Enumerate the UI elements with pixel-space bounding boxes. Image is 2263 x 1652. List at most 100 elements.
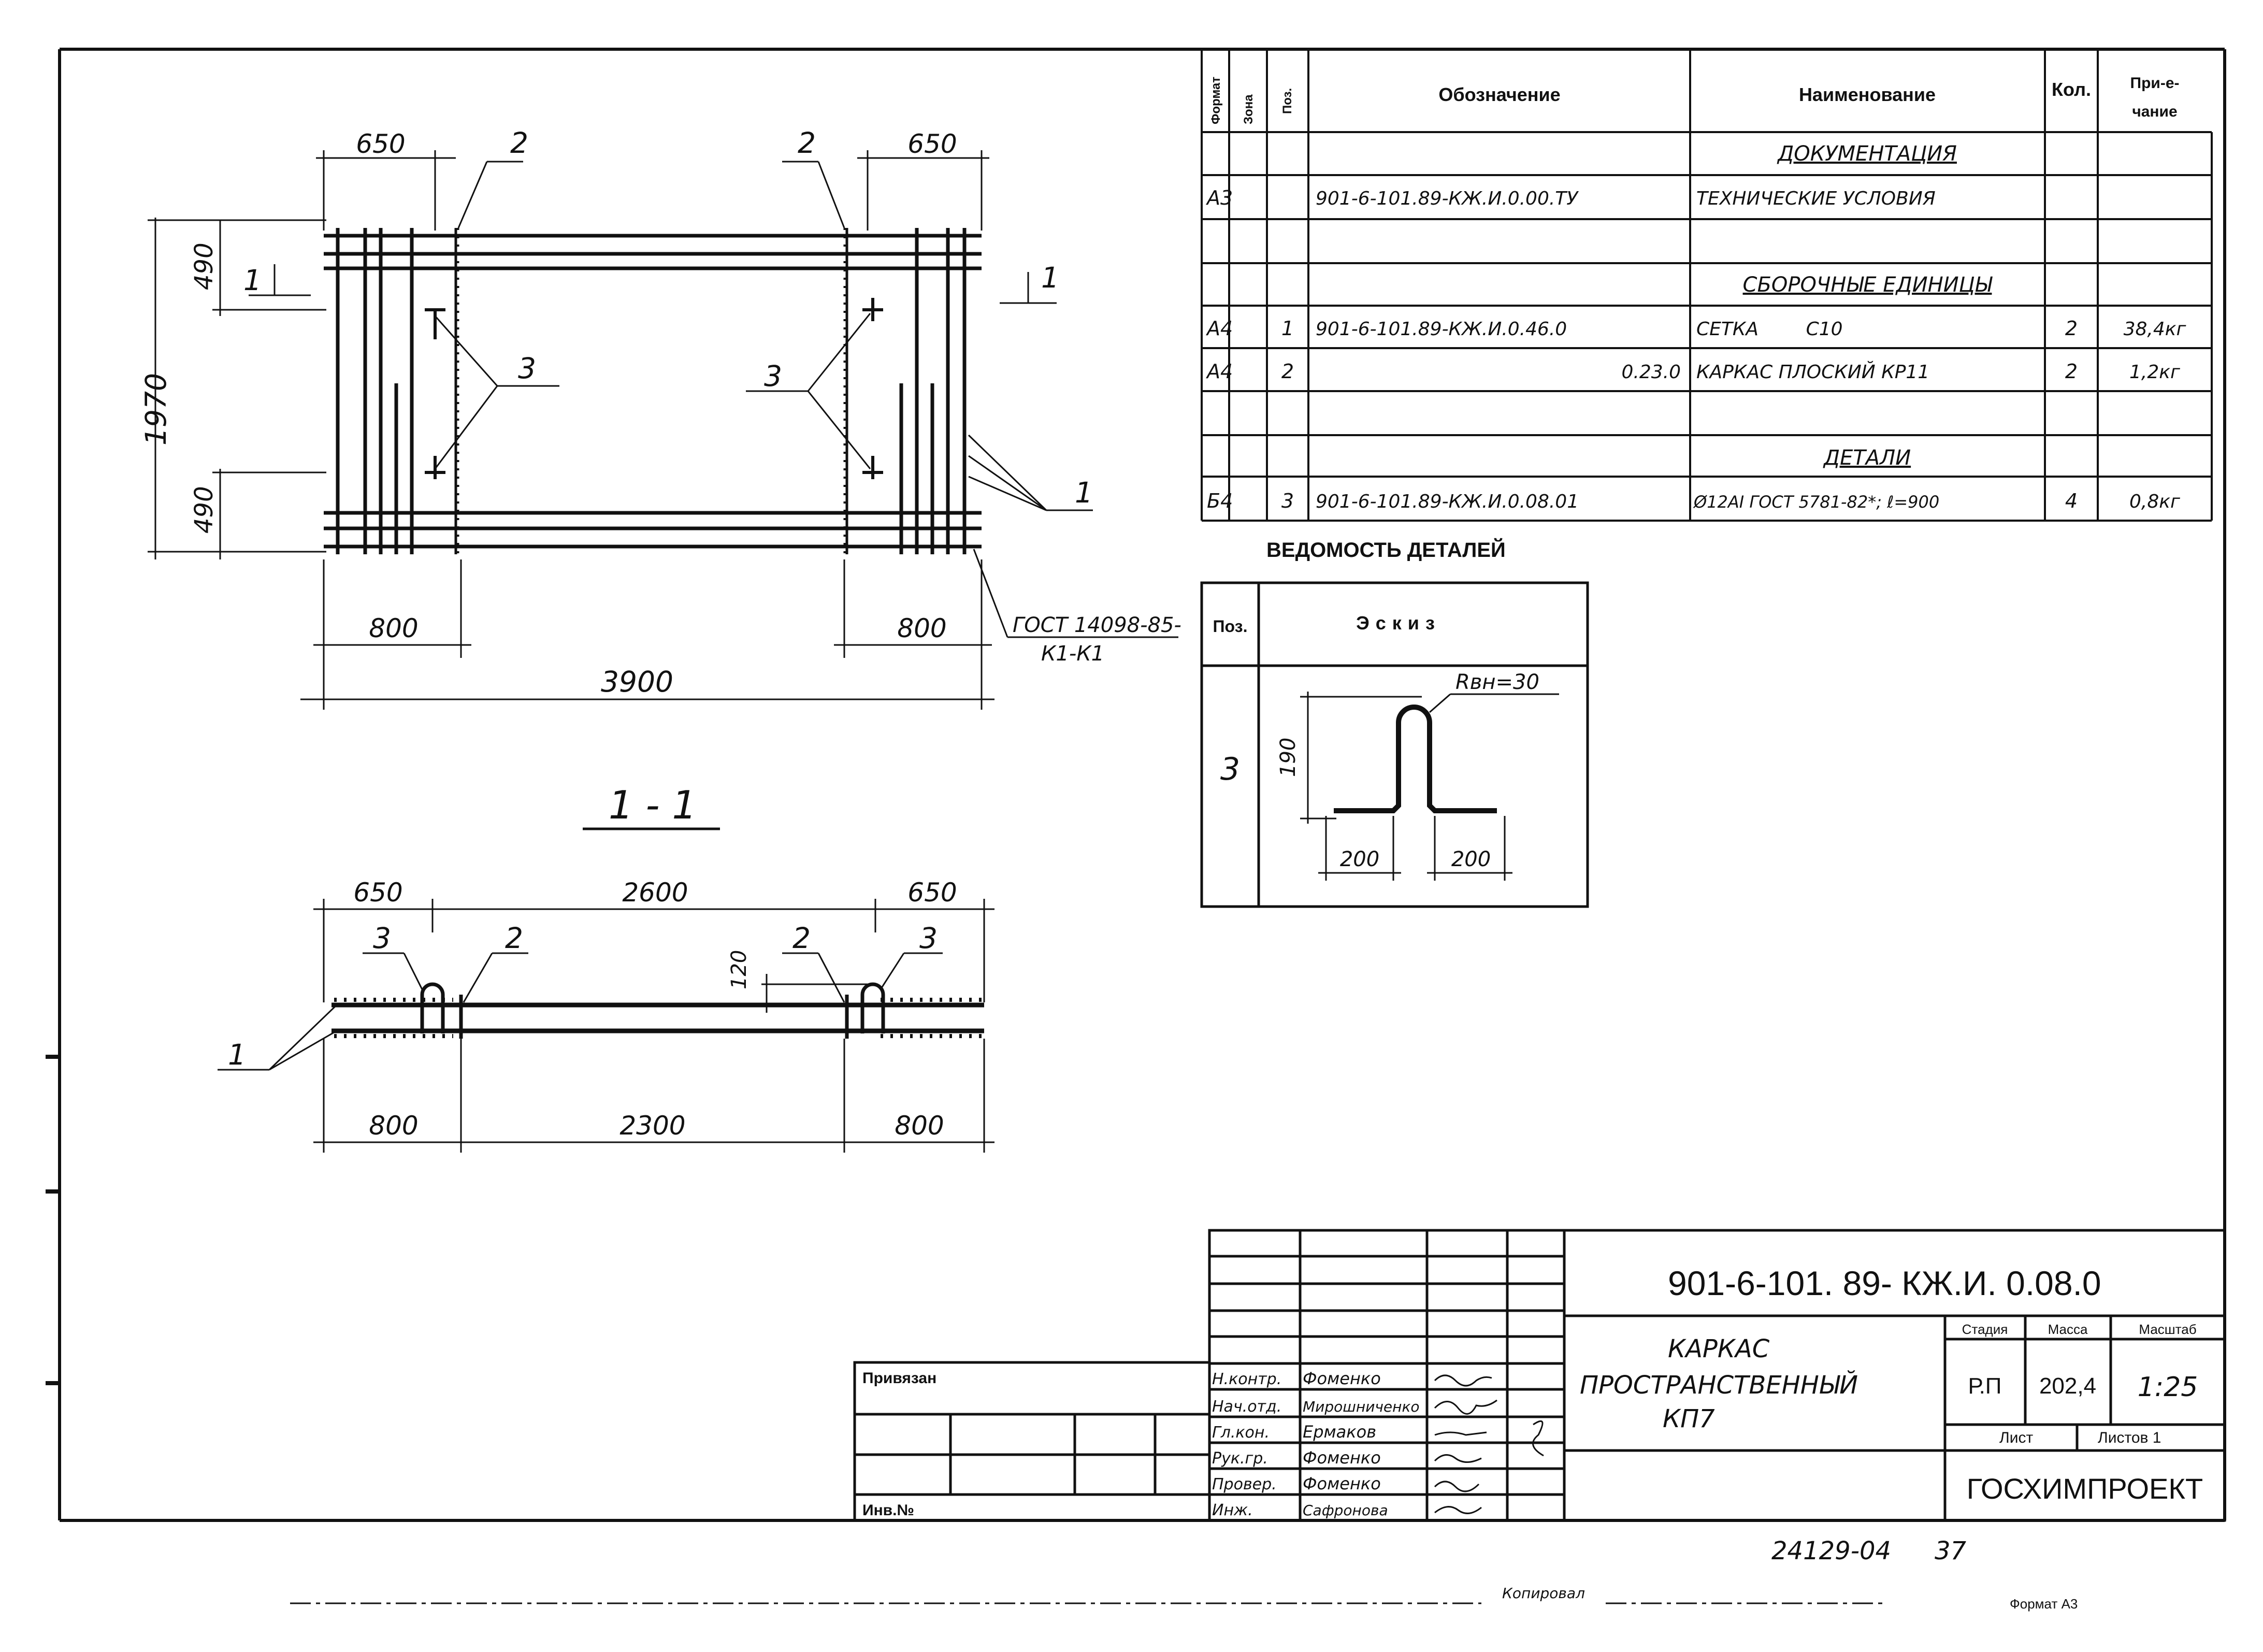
fold-ticks [46, 1055, 60, 1385]
page-number: 37 [1935, 1536, 1967, 1565]
scale-label: Масштаб [2139, 1321, 2196, 1337]
signature-scribbles [1434, 1374, 1544, 1514]
row-pos: 1 [1281, 317, 1294, 340]
archive-number: 24129-04 [1771, 1536, 1891, 1565]
header-format: Формат [1209, 77, 1223, 124]
row-pos: 2 [1281, 360, 1294, 383]
row-note: 1,2кг [2129, 362, 2181, 383]
details-radius-label: Rвн=30 [1455, 670, 1539, 694]
header-note-1: При-е- [2130, 75, 2180, 92]
details-col-pos: Поз. [1213, 617, 1248, 636]
row-pos: 3 [1281, 490, 1294, 512]
row-note: 0,8кг [2129, 491, 2181, 512]
stage-label: Стадия [1962, 1321, 2008, 1337]
details-right-length: 200 [1451, 847, 1491, 871]
row-name: СЕТКА С10 [1696, 319, 1843, 340]
section-dim-top-right: 650 [907, 878, 957, 908]
row-qty: 2 [2065, 360, 2078, 383]
row-format: А3 [1205, 186, 1233, 209]
title-block: 901-6-101. 89- КЖ.И. 0.08.0 КАРКАС ПРОСТ… [853, 1229, 2226, 1522]
plan-dim-top-left: 650 [356, 129, 405, 159]
header-designation: Обозначение [1438, 84, 1560, 105]
inv-label: Инв.№ [862, 1502, 914, 1519]
sign-role: Инж. [1212, 1501, 1253, 1519]
section-dim-bottom-mid: 2300 [619, 1111, 685, 1141]
plan-callout-2-left: 2 [510, 126, 528, 160]
section-callout-3-left: 3 [373, 922, 391, 955]
row-designation: 901-6-101.89-КЖ.И.0.46.0 [1316, 319, 1567, 340]
spec-table: Формат Зона Поз. Обозначение Наименовани… [1201, 49, 2213, 522]
row-qty: 2 [2065, 317, 2078, 340]
section-callout-2-left: 2 [505, 922, 523, 955]
section-title: 1 - 1 [609, 782, 697, 828]
header-qty: Кол. [2052, 79, 2091, 100]
plan-dim-total: 3900 [601, 665, 673, 698]
doc-code: 901-6-101. 89- КЖ.И. 0.08.0 [1668, 1264, 2101, 1302]
mass-label: Масса [2048, 1321, 2088, 1337]
plan-dim-bottom-right: 800 [897, 613, 946, 643]
title-line-2: ПРОСТРАНСТВЕННЫЙ [1580, 1370, 1858, 1400]
header-note-2: чание [2132, 103, 2177, 120]
header-name: Наименование [1799, 84, 1936, 105]
bent-bar-sketch [1334, 705, 1497, 813]
footer: 24129-04 37 Копировал Формат А3 [290, 1536, 2078, 1612]
section-documentation: ДОКУМЕНТАЦИЯ [1777, 142, 1957, 166]
title-line-1: КАРКАС [1668, 1334, 1770, 1363]
plan-gost-line-2: К1-К1 [1041, 642, 1104, 666]
sign-name: Фоменко [1303, 1474, 1381, 1493]
plan-callout-3-left: 3 [518, 352, 536, 385]
section-dim-bottom-right: 800 [895, 1111, 944, 1141]
plan-dim-left-top: 490 [190, 242, 219, 290]
details-pos-value: 3 [1220, 751, 1240, 787]
sign-role: Н.контр. [1212, 1370, 1281, 1388]
row-note: 38,4кг [2124, 319, 2187, 340]
header-pos: Поз. [1280, 88, 1294, 114]
plan-callout-2-right: 2 [798, 126, 816, 160]
plan-view: 650 650 2 2 3 3 1 1 1 1970 490 490 800 8… [139, 126, 1181, 710]
sign-name: Ермаков [1303, 1422, 1376, 1442]
plan-dim-bottom-left: 800 [369, 613, 418, 643]
plan-dim-top-right: 650 [907, 129, 957, 159]
details-left-length: 200 [1340, 847, 1379, 871]
sign-role: Гл.кон. [1212, 1424, 1270, 1442]
plan-callout-3-right: 3 [764, 360, 782, 393]
sheet-label: Лист [1999, 1429, 2033, 1446]
plan-section-mark-right: 1 [1041, 261, 1059, 294]
sign-name: Фоменко [1303, 1448, 1381, 1468]
section-dim-top-mid: 2600 [622, 878, 688, 908]
row-format: А4 [1205, 360, 1233, 383]
plan-dim-total-height: 1970 [139, 373, 172, 446]
row-qty: 4 [2065, 490, 2078, 512]
plan-section-mark-left: 1 [243, 264, 262, 297]
sign-name: Сафронова [1303, 1502, 1388, 1519]
header-zone: Зона [1242, 94, 1256, 124]
row-name: КАРКАС ПЛОСКИЙ КР11 [1696, 361, 1929, 383]
section-view: 1 - 1 [218, 782, 994, 1153]
sign-role: Провер. [1212, 1475, 1277, 1493]
row-designation: 901-6-101.89-КЖ.И.0.00.ТУ [1316, 188, 1579, 209]
row-designation: 0.23.0 [1621, 362, 1681, 383]
stage-value: Р.П [1968, 1373, 2002, 1399]
bound-label: Привязан [862, 1370, 936, 1387]
section-details: ДЕТАЛИ [1823, 446, 1911, 470]
row-format: Б4 [1207, 490, 1233, 512]
mass-value: 202,4 [2039, 1373, 2096, 1399]
details-col-sketch: Эскиз [1356, 612, 1441, 634]
plan-callout-1: 1 [1075, 476, 1093, 509]
sign-name: Мирошниченко [1303, 1398, 1420, 1415]
row-name: ТЕХНИЧЕСКИЕ УСЛОВИЯ [1696, 188, 1936, 209]
details-height-label: 190 [1276, 738, 1300, 777]
row-name: Ø12АI ГОСТ 5781-82*; ℓ=900 [1693, 492, 1939, 512]
org-name: ГОСХИМПРОЕКТ [1967, 1472, 2203, 1505]
section-callout-3-right: 3 [919, 922, 938, 955]
row-format: А4 [1205, 317, 1233, 340]
sheets-label: Листов 1 [2098, 1429, 2161, 1446]
plan-dim-left-bottom: 490 [190, 486, 219, 534]
details-title: ВЕДОМОСТЬ ДЕТАЛЕЙ [1266, 538, 1506, 562]
section-assembly-units: СБОРОЧНЫЕ ЕДИНИЦЫ [1743, 273, 1993, 297]
sign-name: Фоменко [1303, 1369, 1381, 1388]
format-label: Формат А3 [2010, 1596, 2078, 1612]
section-dim-top-left: 650 [353, 878, 402, 908]
section-callout-1: 1 [228, 1038, 246, 1071]
section-callout-2-right: 2 [792, 922, 811, 955]
